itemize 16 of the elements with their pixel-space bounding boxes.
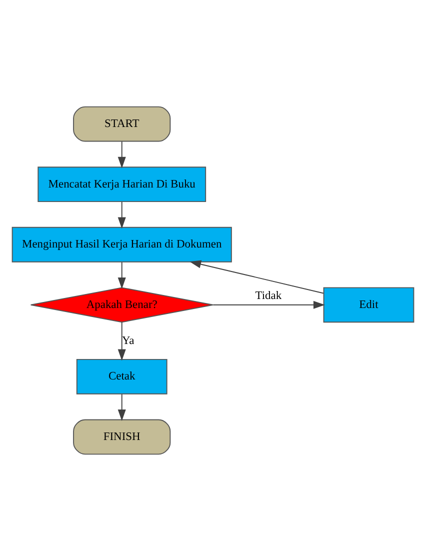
edge-label: Ya	[122, 334, 134, 346]
node-diamond: Apakah Benar?	[30, 286, 214, 322]
arrow	[118, 140, 126, 168]
arrow	[190, 260, 324, 294]
node-box: FINISH	[73, 418, 171, 454]
node-box: Menginput Hasil Kerja Harian di Dokumen	[12, 226, 232, 262]
node-box: Cetak	[76, 358, 168, 394]
node-box: Edit	[323, 286, 414, 322]
arrow	[212, 300, 325, 308]
arrow	[118, 393, 126, 421]
edge-label: Tidak	[255, 289, 282, 302]
arrow	[118, 261, 126, 288]
node-box: START	[73, 106, 171, 142]
arrow	[118, 321, 126, 360]
node-box: Mencatat Kerja Harian Di Buku	[38, 166, 206, 202]
arrow	[118, 200, 126, 228]
